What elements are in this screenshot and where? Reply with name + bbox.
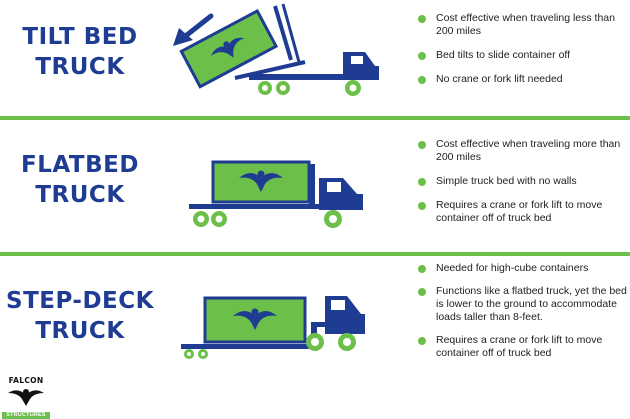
title-line-1: TILT BED [22,24,138,50]
container [179,8,279,89]
wheels [184,333,356,359]
list-item: Simple truck bed with no walls [418,175,628,188]
flatbed-truck-illustration [189,160,363,228]
bullet-dot-icon [418,202,426,210]
bullet-text: Requires a crane or fork lift to move co… [436,199,603,224]
step-deck-section: STEP-DECK TRUCK Needed for high [0,256,630,418]
eagle-icon [233,308,277,330]
list-item: Functions like a flatbed truck, yet the … [418,285,628,324]
list-item: Needed for high-cube containers [418,262,628,275]
chassis [249,74,349,80]
bullet-dot-icon [418,178,426,186]
logo-name: FALCON [8,376,44,385]
list-item: Requires a crane or fork lift to move co… [418,199,628,225]
list-item: Requires a crane or fork lift to move co… [418,334,628,360]
cab-window [327,182,341,192]
bullet-text: Cost effective when traveling more than … [436,138,621,163]
headboard [309,164,315,204]
bullet-dot-icon [418,265,426,273]
wheels [258,80,361,96]
list-item: No crane or fork lift needed [418,73,628,86]
list-item: Bed tilts to slide container off [418,49,628,62]
section-divider [0,252,630,256]
bullet-text: Simple truck bed with no walls [436,175,577,187]
step-deck-bullets: Needed for high-cube containers Function… [418,262,628,370]
bullet-text: Functions like a flatbed truck, yet the … [436,285,627,323]
title-line-2: TRUCK [35,54,125,80]
falcon-structures-logo: FALCON STRUCTURES [2,376,50,419]
flat-bed [189,204,329,209]
bullet-dot-icon [418,141,426,149]
arrow-down-left-icon [173,13,214,46]
title-line-2: TRUCK [35,182,125,208]
cab-window [331,300,345,310]
bullet-dot-icon [418,15,426,23]
title-line-1: STEP-DECK [6,288,154,314]
flatbed-bullets: Cost effective when traveling more than … [418,138,628,236]
eagle-icon [210,37,245,58]
bullet-text: Requires a crane or fork lift to move co… [436,334,603,359]
bullet-text: Cost effective when traveling less than … [436,12,615,37]
section-divider [0,116,630,120]
bullet-dot-icon [418,76,426,84]
flatbed-section: FLATBED TRUCK Cost effective when travel… [0,120,630,252]
tilt-bed-section: TILT BED TRUCK [0,0,630,116]
list-item: Cost effective when traveling less than … [418,12,628,38]
wheels [193,210,342,228]
bullet-text: No crane or fork lift needed [436,73,563,85]
logo-tagline: STRUCTURES [2,412,50,419]
tilt-bed-bullets: Cost effective when traveling less than … [418,12,628,97]
bullet-dot-icon [418,52,426,60]
title-line-1: FLATBED [21,152,139,178]
title-line-2: TRUCK [35,318,125,344]
bullet-dot-icon [418,288,426,296]
flatbed-title: FLATBED TRUCK [0,150,160,210]
step-deck-title: STEP-DECK TRUCK [0,286,160,346]
container [211,160,311,204]
container [203,296,307,344]
eagle-icon [239,170,283,192]
bullet-text: Bed tilts to slide container off [436,49,571,61]
falcon-emblem-icon [8,389,44,406]
cab-window [351,56,363,64]
bullet-text: Needed for high-cube containers [436,262,589,274]
tilt-bed-title: TILT BED TRUCK [0,22,160,82]
tilt-frame [234,3,306,80]
tilt-bed-truck-illustration [173,3,379,96]
bullet-dot-icon [418,337,426,345]
step-deck-truck-illustration [181,296,365,359]
list-item: Cost effective when traveling more than … [418,138,628,164]
